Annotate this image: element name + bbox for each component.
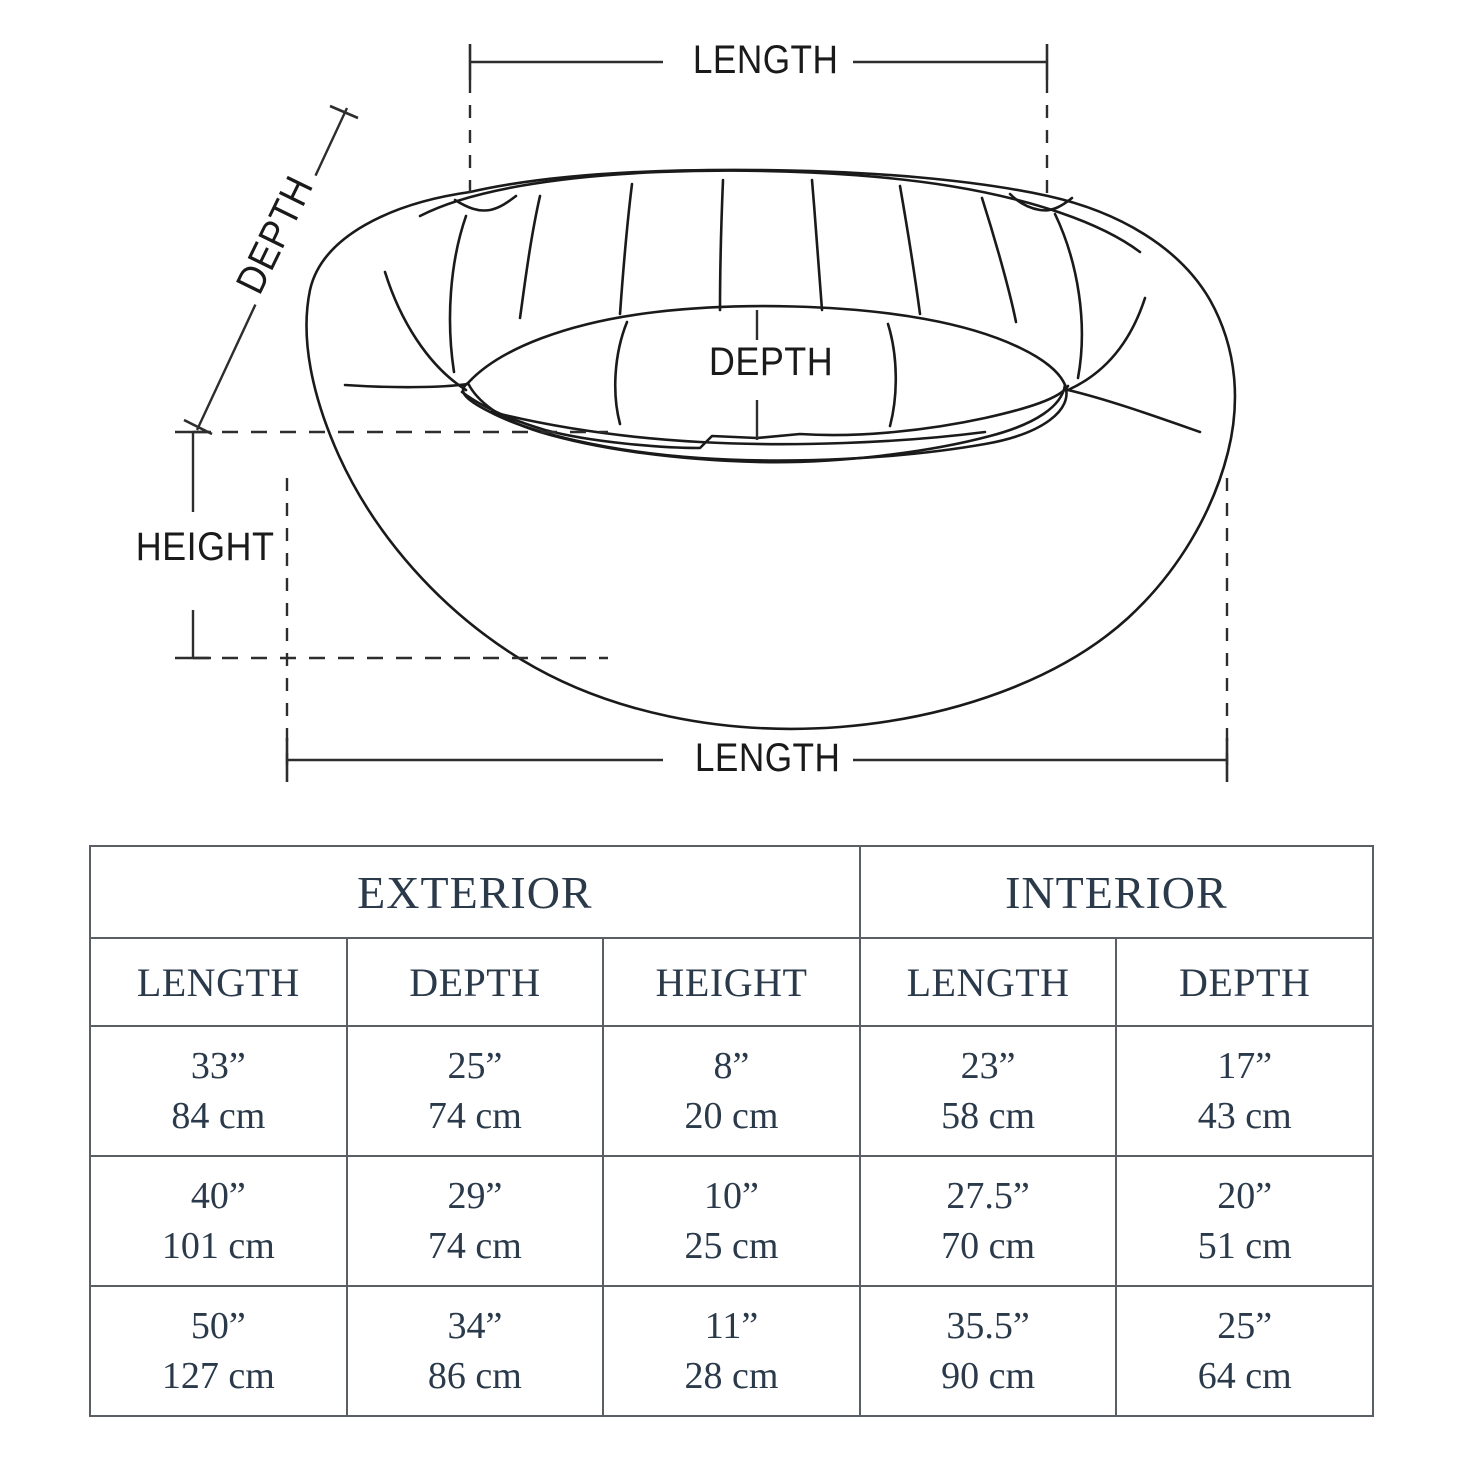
value-cm: 25 cm bbox=[684, 1225, 779, 1267]
cell-r2-c3: 35.5” 90 cm bbox=[858, 1285, 1118, 1417]
table-row: 50” 127 cm 34” 86 cm 11” 28 cm 35.5” 90 … bbox=[89, 1285, 1374, 1417]
value-cm: 127 cm bbox=[161, 1355, 275, 1397]
value-cm: 20 cm bbox=[684, 1095, 779, 1137]
bolster-seam-left-2 bbox=[383, 270, 468, 392]
bolster-seam-left-1 bbox=[448, 214, 468, 374]
table-row: 40” 101 cm 29” 74 cm 10” 25 cm 27.5” 70 … bbox=[89, 1155, 1374, 1287]
value-inches: 10” bbox=[704, 1174, 759, 1217]
value-inches: 17” bbox=[1217, 1044, 1273, 1087]
group-header-exterior: EXTERIOR bbox=[89, 845, 861, 939]
bolster-seam-3 bbox=[718, 178, 725, 312]
column-header-interior-length: LENGTH bbox=[858, 937, 1118, 1027]
rim-notch-right bbox=[1008, 192, 1074, 212]
value-inches: 33” bbox=[190, 1044, 246, 1087]
column-header-interior-depth: DEPTH bbox=[1115, 937, 1374, 1027]
table-row: 33” 84 cm 25” 74 cm 8” 20 cm 23” 58 cm bbox=[89, 1025, 1374, 1157]
value-cm: 86 cm bbox=[427, 1355, 522, 1397]
cell-r2-c4: 25” 64 cm bbox=[1115, 1285, 1374, 1417]
group-header-interior: INTERIOR bbox=[858, 845, 1375, 939]
cushion-seam-left bbox=[613, 320, 629, 426]
value-cm: 70 cm bbox=[941, 1225, 1036, 1267]
cell-r1-c2: 10” 25 cm bbox=[602, 1155, 861, 1287]
cell-r0-c2: 8” 20 cm bbox=[602, 1025, 861, 1157]
cushion-seam-right bbox=[886, 322, 898, 428]
cell-r1-c1: 29” 74 cm bbox=[345, 1155, 605, 1287]
cell-r2-c2: 11” 28 cm bbox=[602, 1285, 861, 1417]
value-inches: 35.5” bbox=[946, 1304, 1030, 1347]
value-cm: 58 cm bbox=[941, 1095, 1036, 1137]
cell-r0-c4: 17” 43 cm bbox=[1115, 1025, 1374, 1157]
bed-outline-group bbox=[305, 168, 1237, 731]
rim-notch-left bbox=[453, 194, 518, 212]
depth-exterior-tick-top bbox=[329, 104, 359, 120]
value-inches: 50” bbox=[190, 1304, 246, 1347]
cell-r2-c0: 50” 127 cm bbox=[89, 1285, 348, 1417]
value-inches: 27.5” bbox=[946, 1174, 1030, 1217]
bolster-seam-5 bbox=[898, 184, 922, 316]
cell-r0-c0: 33” 84 cm bbox=[89, 1025, 348, 1157]
value-inches: 40” bbox=[190, 1174, 246, 1217]
bed-illustration-svg bbox=[175, 44, 1237, 782]
value-inches: 25” bbox=[1217, 1304, 1273, 1347]
value-inches: 34” bbox=[447, 1304, 503, 1347]
value-cm: 90 cm bbox=[941, 1355, 1036, 1397]
value-cm: 64 cm bbox=[1197, 1355, 1292, 1397]
value-cm: 74 cm bbox=[427, 1095, 522, 1137]
cell-r2-c1: 34” 86 cm bbox=[345, 1285, 605, 1417]
table-group-header-row: EXTERIOR INTERIOR bbox=[89, 845, 1375, 939]
column-header-exterior-height: HEIGHT bbox=[602, 937, 861, 1027]
value-cm: 74 cm bbox=[427, 1225, 522, 1267]
dimension-lines-group bbox=[175, 44, 1229, 782]
column-header-exterior-length: LENGTH bbox=[89, 937, 348, 1027]
bolster-seam-2 bbox=[618, 182, 634, 316]
size-chart-table: EXTERIOR INTERIOR LENGTH DEPTH HEIGHT LE… bbox=[89, 845, 1375, 1417]
column-header-exterior-depth: DEPTH bbox=[345, 937, 605, 1027]
height-label: HEIGHT bbox=[126, 527, 284, 567]
cell-r0-c1: 25” 74 cm bbox=[345, 1025, 605, 1157]
value-cm: 101 cm bbox=[161, 1225, 275, 1267]
value-inches: 8” bbox=[713, 1044, 750, 1087]
bed-outer-silhouette bbox=[305, 168, 1237, 731]
cushion-front-crease bbox=[490, 410, 987, 446]
bolster-seam-right-1 bbox=[1053, 212, 1084, 380]
pet-bed-dimension-diagram: LENGTH LENGTH HEIGHT DEPTH DEPTH bbox=[126, 40, 1237, 782]
value-inches: 20” bbox=[1217, 1174, 1273, 1217]
value-cm: 51 cm bbox=[1197, 1225, 1292, 1267]
value-inches: 23” bbox=[960, 1044, 1016, 1087]
value-inches: 29” bbox=[447, 1174, 503, 1217]
bolster-seam-4 bbox=[810, 178, 824, 312]
bolster-seam-left-3 bbox=[343, 382, 470, 389]
depth-interior-label: DEPTH bbox=[699, 342, 843, 382]
cell-r1-c3: 27.5” 70 cm bbox=[858, 1155, 1118, 1287]
bolster-seam-1 bbox=[518, 194, 542, 320]
value-cm: 43 cm bbox=[1197, 1095, 1292, 1137]
size-chart-table-wrapper: EXTERIOR INTERIOR LENGTH DEPTH HEIGHT LE… bbox=[89, 845, 1375, 1417]
cell-r0-c3: 23” 58 cm bbox=[858, 1025, 1118, 1157]
length-bottom-label: LENGTH bbox=[686, 738, 850, 778]
value-cm: 84 cm bbox=[171, 1095, 266, 1137]
value-inches: 11” bbox=[704, 1304, 759, 1347]
bolster-seam-6 bbox=[980, 196, 1018, 324]
cushion-lower-edge bbox=[466, 381, 1067, 464]
value-inches: 25” bbox=[447, 1044, 503, 1087]
cell-r1-c4: 20” 51 cm bbox=[1115, 1155, 1374, 1287]
value-cm: 28 cm bbox=[684, 1355, 779, 1397]
bolster-seam-right-3 bbox=[1066, 388, 1202, 434]
bolster-seam-right-2 bbox=[1066, 296, 1147, 392]
cell-r1-c0: 40” 101 cm bbox=[89, 1155, 348, 1287]
table-column-header-row: LENGTH DEPTH HEIGHT LENGTH DEPTH bbox=[89, 937, 1374, 1027]
length-top-label: LENGTH bbox=[684, 40, 848, 80]
